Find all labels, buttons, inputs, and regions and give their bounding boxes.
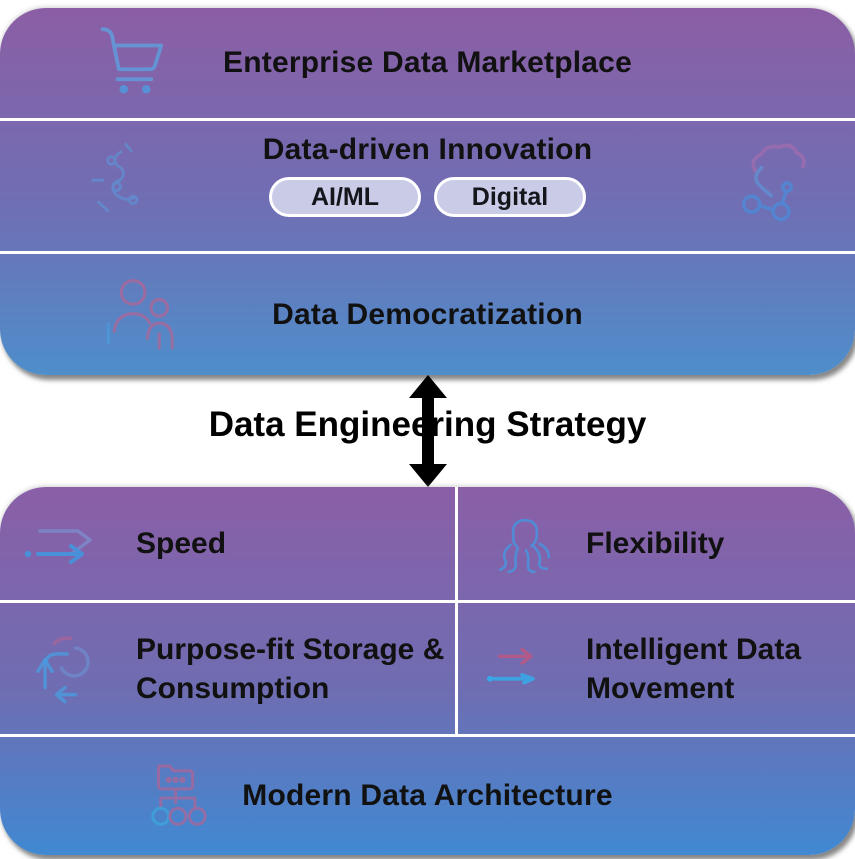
innovation-pills: AI/ML Digital [0,177,855,217]
cell-label-speed: Speed [136,527,227,560]
cell-label-flexibility: Flexibility [586,527,725,560]
divider-line [0,600,855,603]
folder-tree-icon [138,753,220,840]
row-modern-data-architecture: Modern Data Architecture [0,737,855,855]
row-label-data-democratization: Data Democratization [272,297,583,331]
row-label-enterprise-data-marketplace: Enterprise Data Marketplace [223,46,632,79]
lower-stack-block: Speed Flexibility [0,487,855,855]
divider-line [0,734,855,737]
cell-purpose-fit-storage: Purpose-fit Storage & Consumption [0,603,455,734]
row-data-democratization: Data Democratization [0,254,855,375]
speed-arrow-icon [14,514,118,574]
row-data-driven-innovation: Data-driven Innovation AI/ML Digital [0,121,855,251]
vertical-divider-line [455,487,458,737]
cell-label-purpose-fit-storage: Purpose-fit Storage & Consumption [136,632,445,705]
people-icon [100,272,190,357]
row-label-data-driven-innovation: Data-driven Innovation [262,133,593,166]
double-vertical-arrow-icon [408,375,447,487]
pill-digital: Digital [434,177,586,217]
cell-label-intelligent-data-movement: Intelligent Data Movement [586,632,802,705]
cycle-arrows-icon [14,627,118,711]
pill-ai-ml: AI/ML [269,177,421,217]
cell-intelligent-data-movement: Intelligent Data Movement [458,603,855,734]
divider-line [0,118,855,121]
row-enterprise-data-marketplace: Enterprise Data Marketplace [0,8,855,118]
cell-flexibility: Flexibility [458,487,855,600]
cloud-network-icon [731,141,809,232]
data-movement-arrows-icon [484,639,566,699]
divider-line [0,251,855,254]
upper-stack-block: Enterprise Data Marketplace [0,8,855,375]
connector-title: Data Engineering Strategy [208,405,647,444]
molecule-chain-icon [84,141,154,232]
cell-speed: Speed [0,487,455,600]
row-label-modern-data-architecture: Modern Data Architecture [242,779,613,812]
octopus-icon [484,509,566,579]
shopping-cart-icon [90,21,170,106]
connector-section: Data Engineering Strategy [0,375,855,487]
